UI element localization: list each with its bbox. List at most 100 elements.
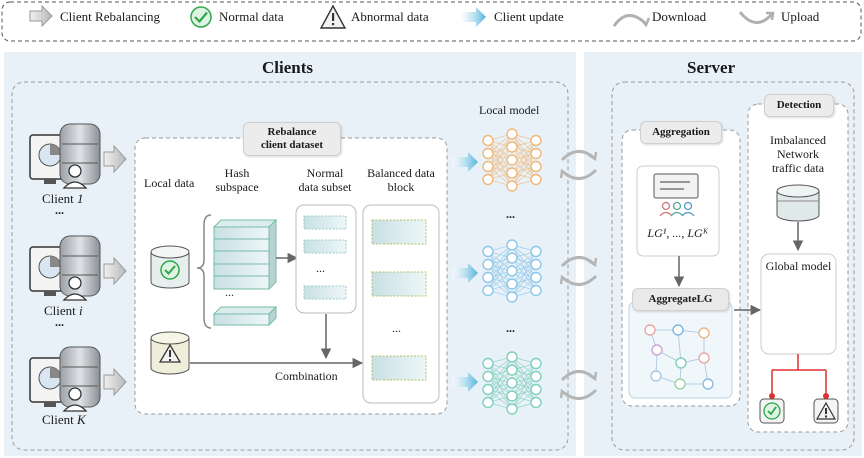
detection-tag: Detection xyxy=(764,94,834,118)
neuron xyxy=(506,128,518,140)
neuron xyxy=(506,239,518,251)
graph-node xyxy=(644,324,656,336)
aggregation-tag: Aggregation xyxy=(640,121,722,145)
client-i-icon xyxy=(29,235,127,301)
neuron xyxy=(482,134,494,147)
user-icon xyxy=(661,201,671,211)
neuron xyxy=(482,271,494,284)
neuron xyxy=(506,141,518,153)
neuron xyxy=(506,351,518,363)
neuron xyxy=(530,245,542,258)
neuron xyxy=(506,403,518,415)
imbalanced-data-cylinder xyxy=(776,184,820,222)
legend-normal-data: Normal data xyxy=(219,9,284,24)
local-model-label: Local model xyxy=(479,103,540,117)
client-update-icon xyxy=(460,7,486,27)
client-k-label: Client K xyxy=(42,412,86,427)
rebalance-tag: Rebalance client dataset xyxy=(243,122,341,157)
abnormal-local-data-cylinder xyxy=(150,331,190,375)
aggregate-graph xyxy=(644,324,714,390)
client-1-icon xyxy=(29,123,127,189)
neuron xyxy=(530,396,542,409)
normal-subset-blocks xyxy=(303,215,347,300)
neuron xyxy=(530,147,542,160)
screen-icon xyxy=(653,173,699,199)
neuron xyxy=(506,252,518,264)
neuron xyxy=(482,383,494,396)
local-model-blue xyxy=(482,239,542,303)
aggregate-lg-tag: AggregateLG xyxy=(632,288,729,312)
neuron xyxy=(506,390,518,402)
local-model-teal xyxy=(482,351,542,415)
legend-bar xyxy=(1,1,862,42)
ellipsis-2: ... xyxy=(55,315,64,329)
ellipsis-balanced: ... xyxy=(392,321,401,335)
upload-icon xyxy=(738,11,774,24)
graph-node xyxy=(675,357,687,369)
clients-title: Clients xyxy=(262,58,313,77)
neuron xyxy=(482,173,494,186)
graph-node xyxy=(702,378,714,390)
client-update-arrow-k xyxy=(452,372,478,392)
ellipsis-hash: ... xyxy=(225,285,234,299)
graph-node xyxy=(651,344,663,356)
global-model-label: Global model xyxy=(765,259,832,273)
legend-abnormal-data: Abnormal data xyxy=(351,9,429,24)
neuron xyxy=(482,357,494,370)
client-update-arrow-i xyxy=(452,263,478,283)
graph-node xyxy=(672,324,684,336)
legend-client-update: Client update xyxy=(494,9,564,24)
neuron xyxy=(506,364,518,376)
neuron xyxy=(530,370,542,383)
sync-arrows-i xyxy=(559,256,598,286)
neuron xyxy=(482,370,494,383)
normal-check-icon xyxy=(190,6,212,28)
balanced-blocks xyxy=(371,219,427,381)
sync-arrows-k xyxy=(559,370,598,400)
combination-label: Combination xyxy=(275,369,338,383)
neuron xyxy=(506,278,518,290)
neuron xyxy=(506,180,518,192)
neuron xyxy=(482,147,494,160)
local-model-orange xyxy=(482,128,542,192)
neuron xyxy=(506,167,518,179)
graph-node xyxy=(698,327,710,339)
client-k-icon xyxy=(29,346,127,412)
graph-node xyxy=(650,370,662,382)
neuron xyxy=(506,291,518,303)
neuron xyxy=(530,134,542,147)
legend-client-rebalancing: Client Rebalancing xyxy=(60,9,161,24)
legend-upload: Upload xyxy=(781,9,820,24)
neuron xyxy=(506,154,518,166)
neuron xyxy=(530,383,542,396)
neuron xyxy=(482,396,494,409)
neuron xyxy=(530,173,542,186)
legend-download: Download xyxy=(652,9,707,24)
server-title: Server xyxy=(687,58,736,77)
neuron xyxy=(530,357,542,370)
neuron xyxy=(530,160,542,173)
normal-local-data-cylinder xyxy=(150,245,190,289)
neuron xyxy=(530,271,542,284)
neuron xyxy=(530,284,542,297)
client-update-arrow-1 xyxy=(452,152,478,172)
hash-subspace-cubes xyxy=(212,218,278,327)
neuron xyxy=(482,160,494,173)
ellipsis-subset: ... xyxy=(316,261,325,275)
neuron xyxy=(506,377,518,389)
ellipsis-model-1: ... xyxy=(506,207,515,221)
graph-node xyxy=(698,352,710,364)
graph-node xyxy=(674,378,686,390)
neuron xyxy=(506,265,518,277)
client-i-label: Client i xyxy=(44,303,83,318)
lg-formula: LG¹, ..., LGᴷ xyxy=(647,226,709,240)
neuron xyxy=(530,258,542,271)
sync-arrows-1 xyxy=(559,150,598,180)
rebalancing-arrow-icon xyxy=(29,4,53,28)
neuron xyxy=(482,258,494,271)
neuron xyxy=(482,284,494,297)
